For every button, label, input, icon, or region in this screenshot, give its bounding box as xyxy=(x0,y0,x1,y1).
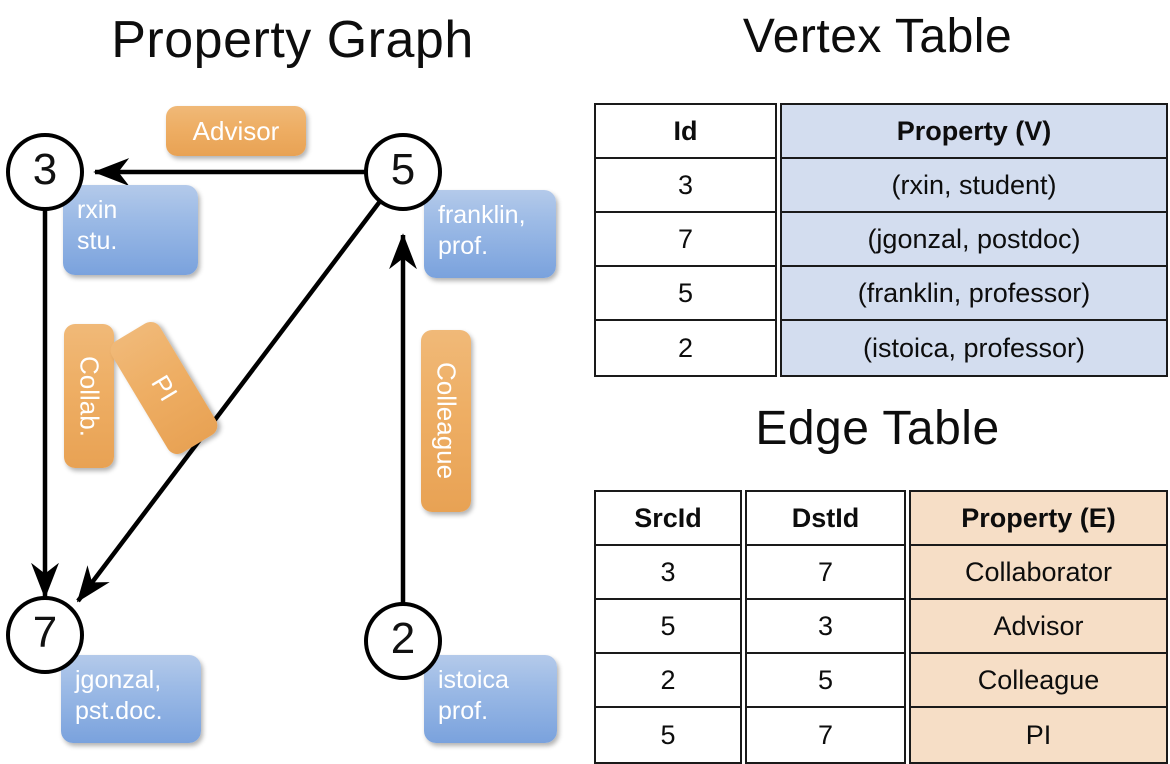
edge-table-col-property: Property (E) Collaborator Advisor Collea… xyxy=(909,490,1168,764)
edge-line-pi xyxy=(76,198,383,603)
vertex-table-cell-property: (istoica, professor) xyxy=(782,321,1166,375)
vertex-table-cell-property: (franklin, professor) xyxy=(782,267,1166,321)
vertex-property-rxin-line2: stu. xyxy=(77,227,118,255)
vertex-table-cell-id: 5 xyxy=(596,267,775,321)
edge-label-advisor-text: Advisor xyxy=(192,115,280,146)
graph-node-3[interactable]: 3 xyxy=(6,133,84,211)
edge-table: SrcId 3 5 2 5 DstId 7 3 5 7 Property (E)… xyxy=(594,490,1168,764)
vertex-table-header-id: Id xyxy=(596,105,775,159)
edge-table-cell-property: Collaborator xyxy=(911,546,1166,600)
edge-table-cell-property: PI xyxy=(911,708,1166,762)
edge-table-cell-srcid: 5 xyxy=(596,600,740,654)
vertex-table-cell-property: (jgonzal, postdoc) xyxy=(782,213,1166,267)
vertex-property-jgonzal-line1: jgonzal, xyxy=(75,666,162,694)
vertex-property-franklin-line2: prof. xyxy=(438,232,489,260)
graph-node-3-label: 3 xyxy=(32,145,58,194)
edge-table-cell-srcid: 2 xyxy=(596,654,740,708)
graph-node-5[interactable]: 5 xyxy=(364,133,442,211)
page-title-edge-table: Edge Table xyxy=(755,402,1000,455)
edge-label-colleague: Colleague xyxy=(421,330,471,512)
vertex-property-franklin: franklin, prof. xyxy=(424,190,556,278)
edge-label-collab: Collab. xyxy=(64,324,114,468)
graph-node-2[interactable]: 2 xyxy=(364,602,442,680)
vertex-property-jgonzal: jgonzal, pst.doc. xyxy=(61,655,201,743)
edge-table-cell-dstid: 7 xyxy=(747,546,904,600)
edge-label-collab-text: Collab. xyxy=(74,355,105,437)
graph-node-7-label: 7 xyxy=(32,608,58,657)
edge-table-header-dstid: DstId xyxy=(747,492,904,546)
edge-table-cell-dstid: 5 xyxy=(747,654,904,708)
vertex-property-istoica: istoica prof. xyxy=(424,655,557,743)
edge-table-cell-srcid: 5 xyxy=(596,708,740,762)
vertex-property-rxin: rxin stu. xyxy=(63,185,198,275)
vertex-property-franklin-line1: franklin, xyxy=(438,201,526,229)
edge-table-header-property: Property (E) xyxy=(911,492,1166,546)
edge-table-col-srcid: SrcId 3 5 2 5 xyxy=(594,490,742,764)
property-graph-diagram: rxin stu. franklin, prof. jgonzal, pst.d… xyxy=(0,0,585,760)
vertex-property-istoica-line2: prof. xyxy=(438,697,489,725)
vertex-table-cell-property: (rxin, student) xyxy=(782,159,1166,213)
edge-table-header-srcid: SrcId xyxy=(596,492,740,546)
graph-edge-lines xyxy=(31,158,417,606)
vertex-table-col-id: Id 3 7 5 2 xyxy=(594,103,777,377)
edge-label-colleague-text: Colleague xyxy=(431,362,462,480)
graph-node-5-label: 5 xyxy=(390,145,416,194)
page-title-property-graph: Property Graph xyxy=(111,11,474,69)
graph-node-2-label: 2 xyxy=(390,614,416,663)
edge-table-cell-srcid: 3 xyxy=(596,546,740,600)
edge-label-advisor: Advisor xyxy=(166,106,306,156)
vertex-table: Id 3 7 5 2 Property (V) (rxin, student) … xyxy=(594,103,1168,377)
edge-table-cell-property: Advisor xyxy=(911,600,1166,654)
page-title-vertex-table: Vertex Table xyxy=(742,10,1013,63)
edge-table-cell-dstid: 3 xyxy=(747,600,904,654)
graph-node-7[interactable]: 7 xyxy=(6,596,84,674)
edge-table-cell-dstid: 7 xyxy=(747,708,904,762)
edge-label-pi-text: PI xyxy=(145,369,184,406)
vertex-table-col-property: Property (V) (rxin, student) (jgonzal, p… xyxy=(780,103,1168,377)
vertex-table-cell-id: 2 xyxy=(596,321,775,375)
edge-table-col-dstid: DstId 7 3 5 7 xyxy=(745,490,906,764)
edge-table-cell-property: Colleague xyxy=(911,654,1166,708)
vertex-property-jgonzal-line2: pst.doc. xyxy=(75,697,163,725)
vertex-property-rxin-line1: rxin xyxy=(77,196,118,224)
vertex-table-cell-id: 7 xyxy=(596,213,775,267)
vertex-property-istoica-line1: istoica xyxy=(438,666,509,694)
vertex-table-header-property: Property (V) xyxy=(782,105,1166,159)
vertex-table-cell-id: 3 xyxy=(596,159,775,213)
